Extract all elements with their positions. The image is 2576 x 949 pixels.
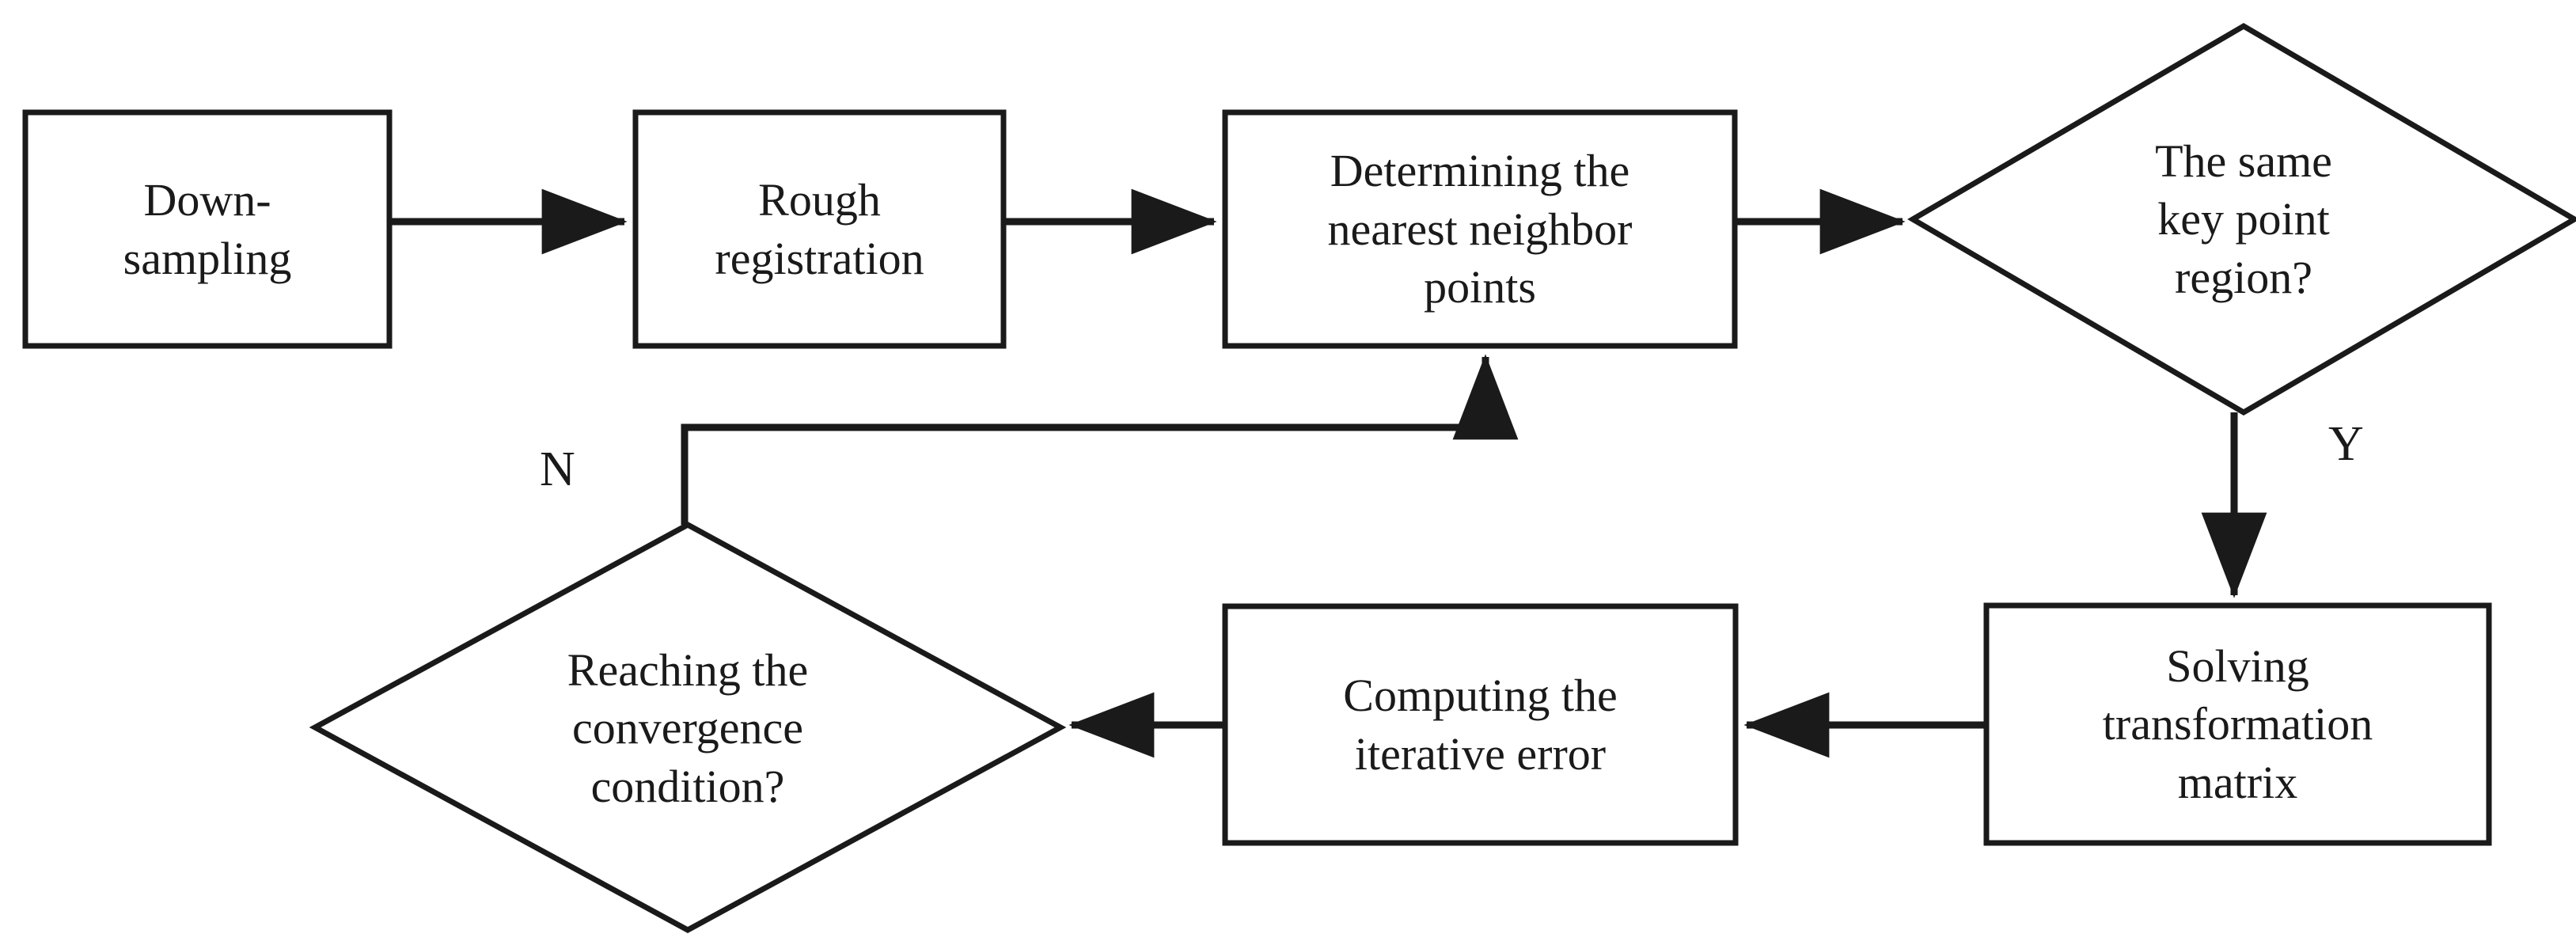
node-shapes <box>22 22 2576 933</box>
edge-label-yes: Y <box>2328 417 2364 471</box>
edge-label-no: N <box>540 442 575 496</box>
node-shape-same-key-point-region[interactable] <box>1907 22 2576 416</box>
edges <box>389 188 2267 758</box>
node-shape-solving-transformation-matrix[interactable] <box>1983 602 2492 846</box>
node-shape-determining-nearest-neighbor-points[interactable] <box>1222 109 1738 349</box>
node-shape-rough-registration[interactable] <box>632 109 1007 349</box>
node-shape-down-sampling[interactable] <box>22 109 393 349</box>
node-shape-computing-iterative-error[interactable] <box>1222 603 1739 846</box>
edge-reaching-convergence-to-determining-no[interactable] <box>681 354 1519 525</box>
node-shape-reaching-convergence-condition[interactable] <box>309 522 1067 933</box>
